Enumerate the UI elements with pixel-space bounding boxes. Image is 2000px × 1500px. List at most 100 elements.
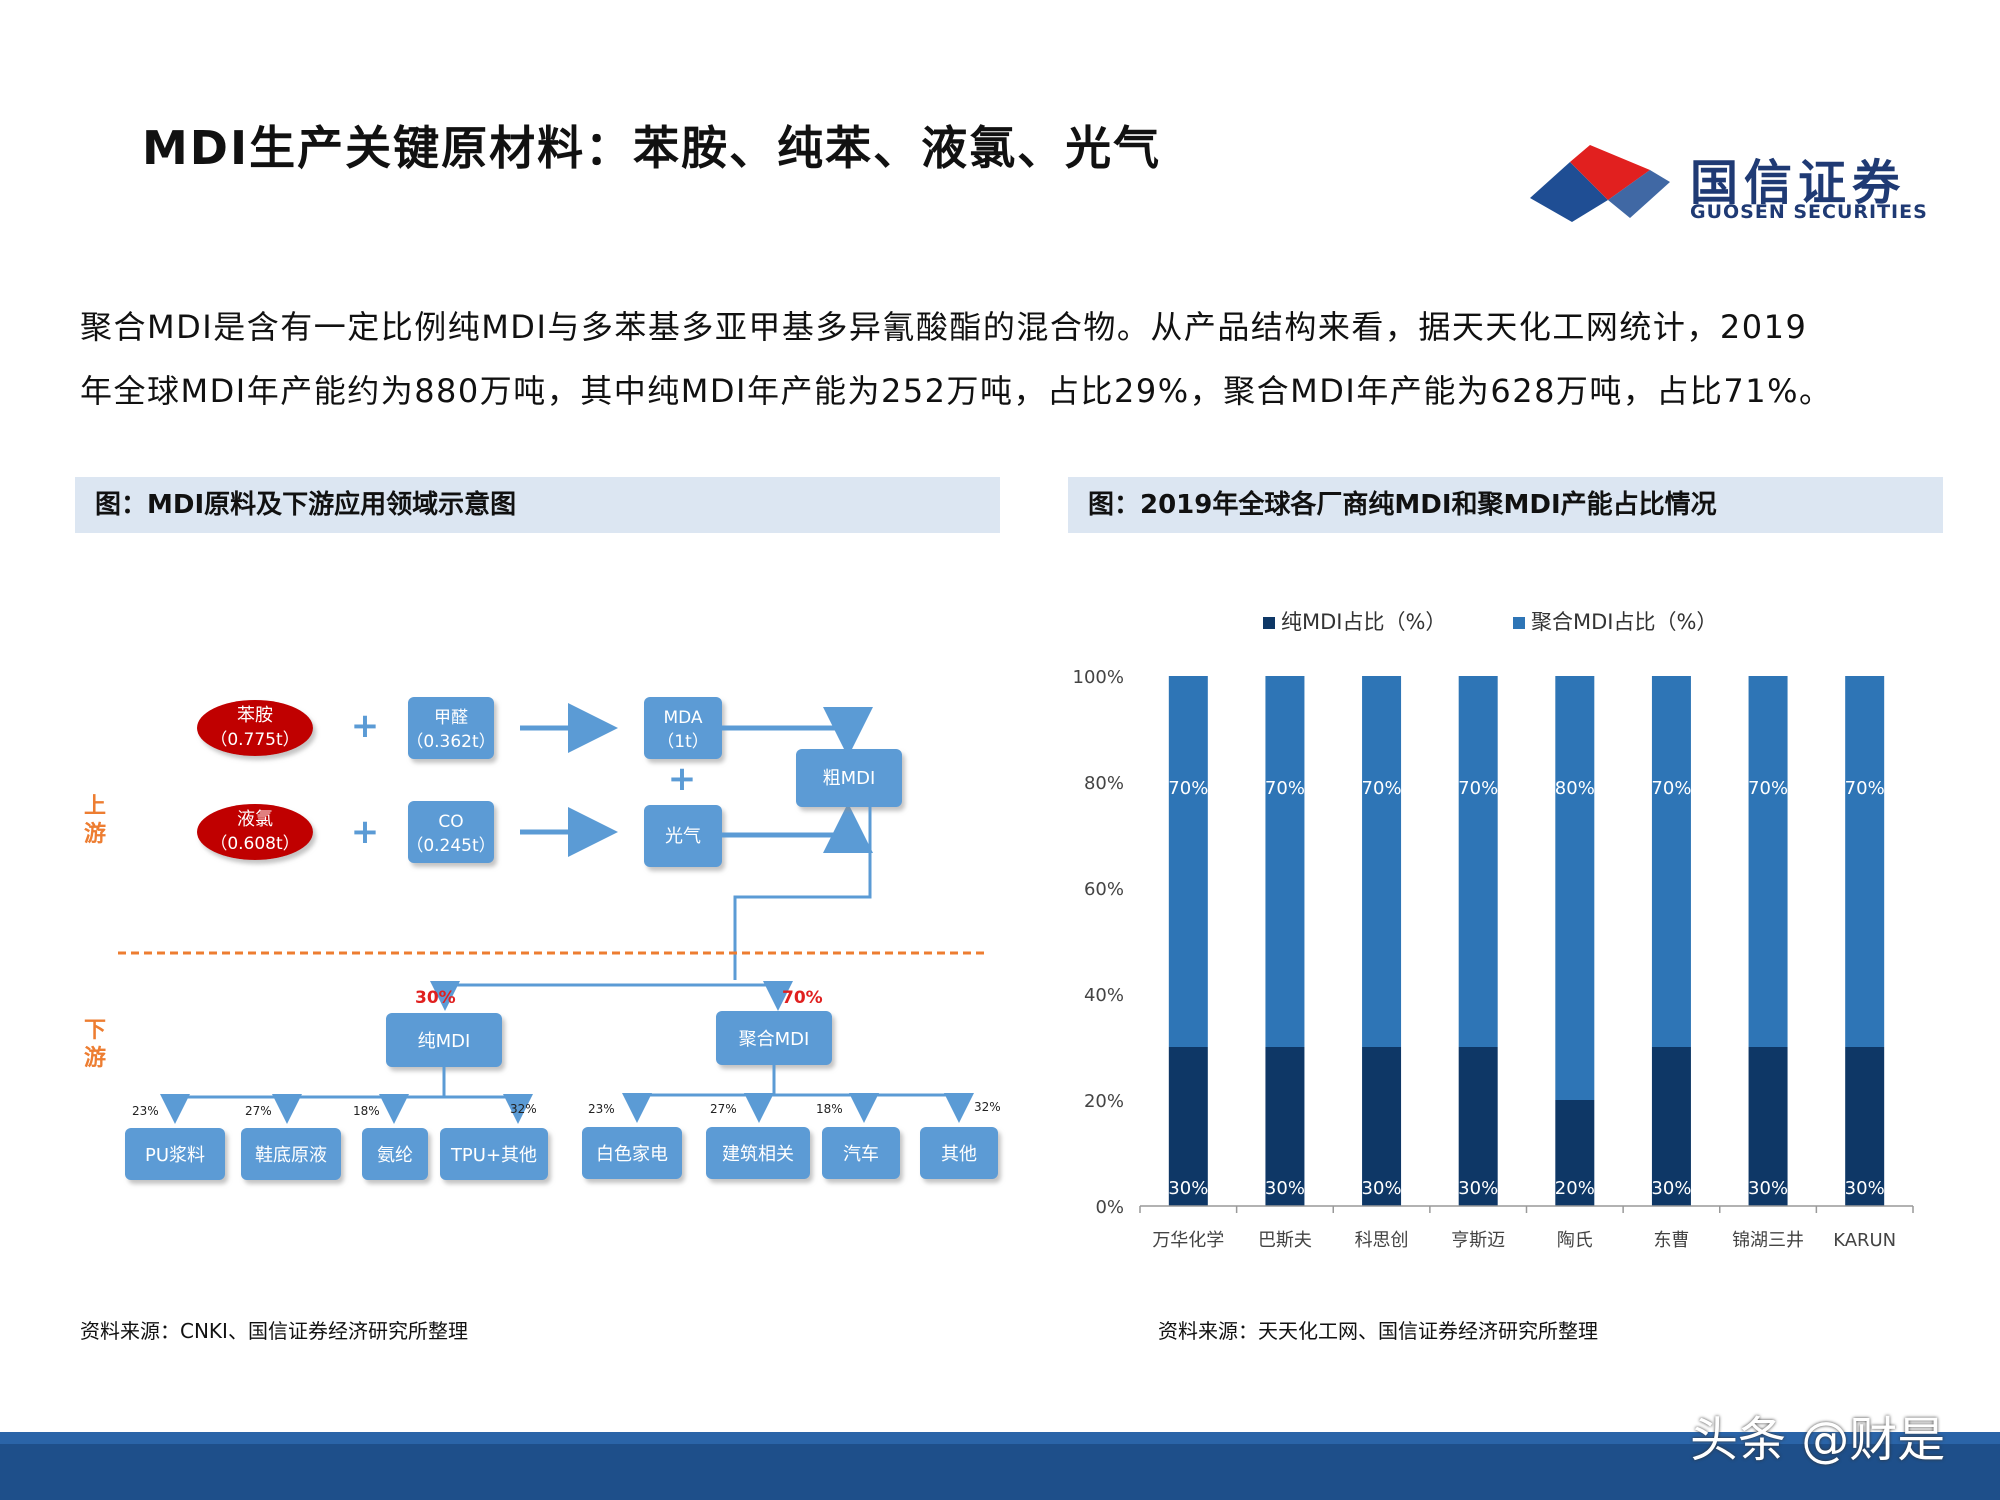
- plus-icon: +: [351, 812, 380, 852]
- bar-segment: [1845, 1047, 1885, 1206]
- input-oval-chlorine: 液氯 （0.608t）: [197, 804, 313, 860]
- x-tick-label: 巴斯夫: [1258, 1230, 1312, 1250]
- bar-data-label: 30%: [1845, 1178, 1885, 1199]
- app-box-construction: 建筑相关: [706, 1127, 810, 1179]
- intermediate-box-phosgene: 光气: [644, 805, 722, 867]
- app-pct: 23%: [132, 1104, 159, 1118]
- svg-text:（0.775t）: （0.775t）: [210, 730, 299, 750]
- y-tick-label: 100%: [1073, 667, 1124, 688]
- app-box-appliances: 白色家电: [582, 1127, 682, 1179]
- legend-swatch: [1513, 617, 1525, 629]
- x-tick-label: 亨斯迈: [1451, 1230, 1505, 1250]
- x-tick-label: 锦湖三井: [1732, 1230, 1804, 1250]
- app-box-shoe-sole: 鞋底原液: [241, 1128, 341, 1180]
- intro-line-1: 聚合MDI是含有一定比例纯MDI与多苯基多亚甲基多异氰酸酯的混合物。从产品结构来…: [80, 308, 1808, 346]
- bar-segment: [1555, 676, 1595, 1100]
- mdi-flow-diagram: 上游 下游 苯胺 （0.775t） 液氯 （0.608t） + + + 甲醛 （…: [84, 697, 1001, 1180]
- y-tick-label: 0%: [1095, 1197, 1124, 1218]
- split-pct-polymeric: 70%: [782, 988, 823, 1008]
- bar-data-label: 30%: [1748, 1178, 1788, 1199]
- bar-segment: [1651, 676, 1691, 1047]
- bar-segment: [1362, 676, 1402, 1047]
- svg-text:苯胺: 苯胺: [237, 705, 273, 726]
- app-box-automotive: 汽车: [822, 1127, 900, 1179]
- chart-y-axis: 0% 20% 40% 60% 80% 100%: [1073, 667, 1124, 1218]
- app-pct: 18%: [353, 1104, 380, 1118]
- bar-data-label: 30%: [1458, 1178, 1498, 1199]
- x-tick-label: 陶氏: [1557, 1230, 1593, 1250]
- bar-segment: [1265, 1047, 1305, 1206]
- app-box-pu-slurry: PU浆料: [125, 1128, 225, 1180]
- bar-segment: [1265, 676, 1305, 1047]
- watermark-text: 头条 @财是: [1690, 1412, 1946, 1468]
- right-figure-source: 资料来源：天天化工网、国信证券经济研究所整理: [1158, 1319, 1598, 1343]
- y-tick-label: 80%: [1084, 773, 1124, 794]
- plus-icon: +: [351, 706, 380, 746]
- svg-text:粗MDI: 粗MDI: [823, 768, 876, 789]
- svg-text:TPU+其他: TPU+其他: [450, 1145, 537, 1166]
- intro-line-2: 年全球MDI年产能约为880万吨，其中纯MDI年产能为252万吨，占比29%，聚…: [80, 372, 1833, 410]
- svg-text:PU浆料: PU浆料: [145, 1145, 205, 1166]
- svg-text:其他: 其他: [941, 1144, 977, 1165]
- pure-mdi-box: 纯MDI: [386, 1013, 502, 1067]
- x-tick-label: 科思创: [1355, 1230, 1409, 1250]
- bar-data-label: 70%: [1265, 778, 1305, 799]
- bar-data-label: 30%: [1168, 1178, 1208, 1199]
- left-figure-source: 资料来源：CNKI、国信证券经济研究所整理: [80, 1319, 468, 1343]
- app-pct: 32%: [510, 1102, 537, 1116]
- svg-text:（0.608t）: （0.608t）: [210, 834, 299, 854]
- app-pct: 27%: [245, 1104, 272, 1118]
- bar-segment: [1845, 676, 1885, 1047]
- x-tick-label: 万华化学: [1152, 1230, 1224, 1250]
- svg-text:白色家电: 白色家电: [596, 1144, 668, 1165]
- polymeric-mdi-box: 聚合MDI: [716, 1011, 832, 1065]
- bar-segment: [1362, 1047, 1402, 1206]
- chart-legend: 纯MDI占比（%） 聚合MDI占比（%）: [1263, 610, 1717, 634]
- app-pct: 23%: [588, 1102, 615, 1116]
- y-tick-label: 20%: [1084, 1091, 1124, 1112]
- svg-text:汽车: 汽车: [843, 1144, 879, 1165]
- footer-accent: [0, 1432, 2000, 1444]
- svg-text:液氯: 液氯: [237, 809, 273, 830]
- bar-data-label: 70%: [1362, 778, 1402, 799]
- app-pct: 18%: [816, 1102, 843, 1116]
- bar-segment: [1168, 1047, 1208, 1206]
- svg-text:CO: CO: [438, 812, 463, 832]
- app-pct: 32%: [974, 1100, 1001, 1114]
- chart-bars: 30%70%30%70%30%70%30%70%20%80%30%70%30%7…: [1168, 676, 1885, 1206]
- bar-data-label: 30%: [1651, 1178, 1691, 1199]
- left-figure-caption: 图：MDI原料及下游应用领域示意图: [95, 490, 517, 520]
- legend-label: 聚合MDI占比（%）: [1531, 610, 1717, 634]
- reagent-box-co: CO （0.245t）: [406, 801, 496, 863]
- bar-segment: [1168, 676, 1208, 1047]
- bar-segment: [1748, 1047, 1788, 1206]
- bar-segment: [1651, 1047, 1691, 1206]
- app-box-tpu-other: TPU+其他: [440, 1128, 548, 1180]
- input-oval-aniline: 苯胺 （0.775t）: [197, 700, 313, 756]
- y-tick-label: 60%: [1084, 879, 1124, 900]
- right-figure-caption-bar: 图：2019年全球各厂商纯MDI和聚MDI产能占比情况: [1068, 477, 1943, 533]
- bar-data-label: 80%: [1555, 778, 1595, 799]
- svg-text:（1t）: （1t）: [657, 732, 708, 752]
- svg-text:甲醛: 甲醛: [434, 708, 468, 728]
- svg-text:鞋底原液: 鞋底原液: [255, 1145, 327, 1166]
- legend-label: 纯MDI占比（%）: [1281, 610, 1446, 634]
- svg-text:（0.362t）: （0.362t）: [406, 732, 495, 752]
- logo-text-cn: 国信证券: [1690, 155, 1907, 211]
- reagent-box-formaldehyde: 甲醛 （0.362t）: [406, 697, 496, 759]
- bar-segment: [1555, 1100, 1595, 1206]
- intermediate-box-mda: MDA （1t）: [644, 697, 722, 759]
- y-tick-label: 40%: [1084, 985, 1124, 1006]
- app-box-spandex: 氨纶: [362, 1128, 428, 1180]
- bar-segment: [1458, 676, 1498, 1047]
- stage-downstream-label: 下游: [84, 1018, 106, 1071]
- left-figure-caption-bar: 图：MDI原料及下游应用领域示意图: [75, 477, 1000, 533]
- bar-data-label: 30%: [1362, 1178, 1402, 1199]
- svg-text:光气: 光气: [665, 826, 701, 847]
- plus-icon: +: [668, 759, 697, 799]
- x-tick-label: 东曹: [1653, 1230, 1689, 1250]
- stage-upstream-label: 上游: [84, 794, 106, 847]
- bar-data-label: 70%: [1845, 778, 1885, 799]
- bar-data-label: 20%: [1555, 1178, 1595, 1199]
